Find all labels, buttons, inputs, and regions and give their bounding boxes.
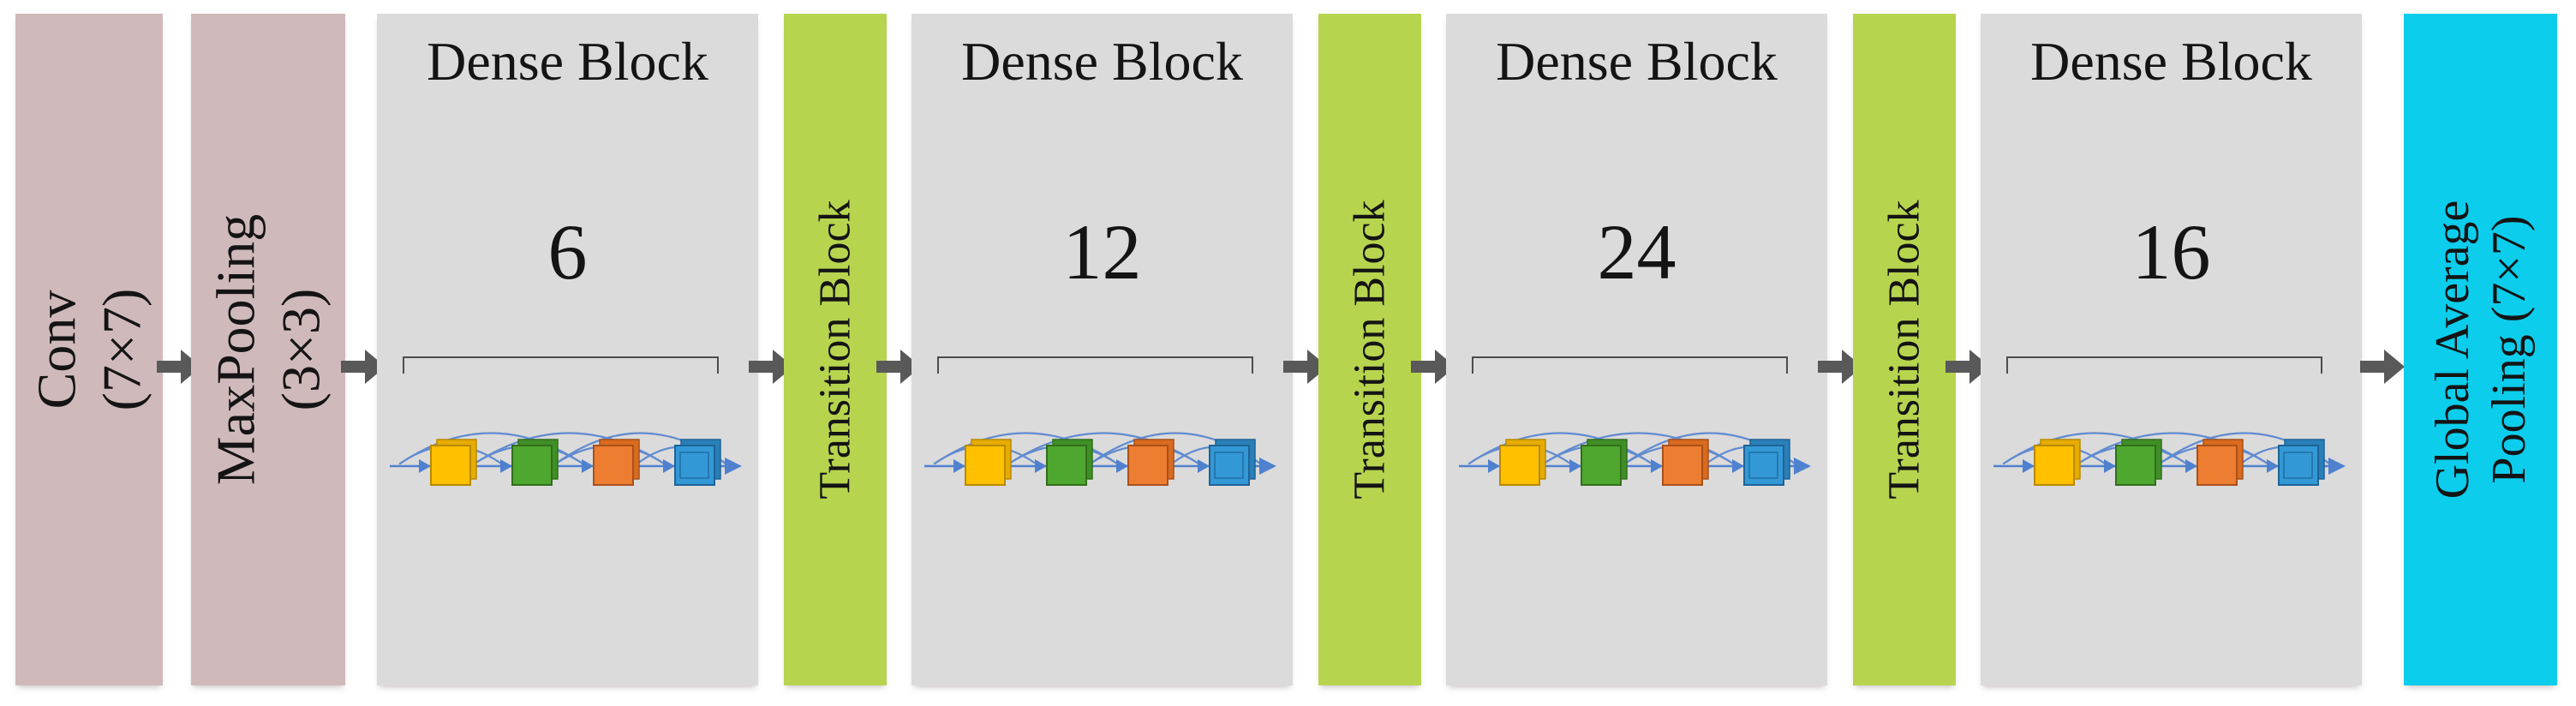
flow-arrow-icon: [2360, 348, 2405, 386]
layer-unit-green: [511, 439, 559, 486]
dense-layer-count: 16: [2131, 208, 2211, 296]
dense-connectivity-diagram: [923, 415, 1282, 518]
layer-span-bracket: [2006, 356, 2322, 374]
flow-arrow-icon: [1411, 348, 1455, 386]
transition-block-1: Transition Block: [784, 14, 887, 685]
layer-unit-yellow: [965, 439, 1012, 486]
transition-block-label: Transition Block: [1880, 200, 1929, 500]
dense-connectivity-svg: [1459, 432, 1811, 486]
conv-label-line1: Conv: [26, 290, 87, 410]
dense-block-2: Dense Block 12: [911, 14, 1293, 685]
layer-unit-blue: [674, 439, 721, 486]
dense-block-title: Dense Block: [1496, 31, 1778, 92]
flow-line-arrowheads: [2023, 458, 2346, 475]
dense-block-3: Dense Block 24: [1446, 14, 1827, 685]
flow-arrow-icon: [749, 348, 793, 386]
flow-line-arrowheads: [1488, 458, 1811, 475]
layer-unit-orange: [1127, 439, 1174, 486]
dense-layer-count: 24: [1597, 208, 1676, 296]
dense-layer-count: 6: [547, 208, 588, 296]
layer-unit-orange: [593, 439, 640, 486]
dense-block-title: Dense Block: [427, 31, 708, 92]
dense-connectivity-svg: [924, 432, 1276, 486]
layer-unit-blue: [1209, 439, 1256, 486]
maxpooling-label-line1: MaxPooling: [205, 213, 266, 486]
dense-connectivity-diagram: [388, 415, 748, 518]
layer-unit-yellow: [2034, 439, 2081, 486]
flow-arrow-icon: [1945, 348, 1990, 386]
dense-block-title: Dense Block: [2030, 31, 2312, 92]
layer-unit-blue: [2278, 439, 2325, 486]
dense-connectivity-svg: [390, 432, 742, 486]
transition-block-3: Transition Block: [1853, 14, 1956, 685]
dense-block-title: Dense Block: [961, 31, 1243, 92]
flow-arrow-icon: [1818, 348, 1862, 386]
conv-block: Conv (7×7): [15, 14, 163, 685]
dense-connectivity-diagram: [1457, 415, 1817, 518]
conv-label-line2: (7×7): [91, 288, 152, 411]
dense-block-1: Dense Block 6: [377, 14, 758, 685]
maxpooling-label-line2: (3×3): [270, 288, 331, 411]
flow-arrow-icon: [1283, 348, 1328, 386]
global-pool-label-line2: Pooling (7×7): [2482, 215, 2536, 484]
dense-connectivity-svg: [1993, 432, 2346, 486]
layer-unit-green: [1046, 439, 1093, 486]
maxpooling-block: MaxPooling (3×3): [191, 14, 345, 685]
dense-block-4: Dense Block 16: [1981, 14, 2362, 685]
layer-unit-green: [2115, 439, 2162, 486]
transition-block-label: Transition Block: [1345, 200, 1395, 500]
layer-unit-orange: [1662, 439, 1709, 486]
flow-arrow-icon: [157, 348, 201, 386]
dense-connectivity-diagram: [1992, 415, 2352, 518]
transition-block-label: Transition Block: [810, 200, 860, 500]
flow-arrow-icon: [341, 348, 386, 386]
layer-unit-blue: [1743, 439, 1790, 486]
layer-unit-orange: [2196, 439, 2244, 486]
maxpooling-block-label: MaxPooling (3×3): [203, 214, 332, 485]
layer-span-bracket: [1472, 356, 1788, 374]
global-average-pooling-block: Global Average Pooling (7×7): [2404, 14, 2557, 685]
global-average-pooling-label: Global Average Pooling (7×7): [2424, 200, 2537, 500]
dense-layer-count: 12: [1062, 208, 1142, 296]
layer-span-bracket: [937, 356, 1253, 374]
transition-block-2: Transition Block: [1318, 14, 1421, 685]
conv-block-label: Conv (7×7): [24, 289, 153, 411]
layer-unit-yellow: [1499, 439, 1546, 486]
flow-line-arrowheads: [419, 458, 742, 475]
global-pool-label-line1: Global Average: [2425, 200, 2479, 500]
layer-span-bracket: [403, 356, 719, 374]
flow-arrow-icon: [876, 348, 921, 386]
layer-unit-yellow: [430, 439, 477, 486]
layer-unit-green: [1581, 439, 1628, 486]
flow-line-arrowheads: [953, 458, 1276, 475]
